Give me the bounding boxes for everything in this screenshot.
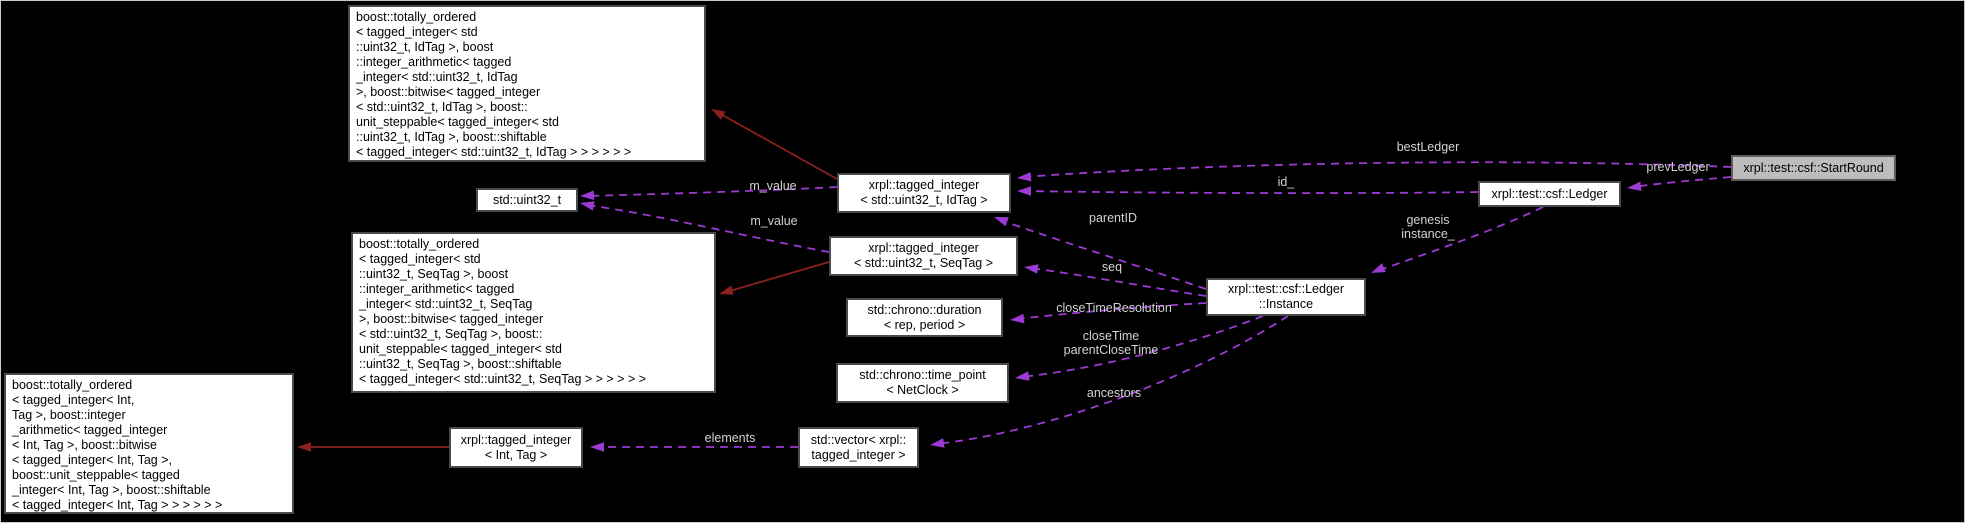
- node-std-uint32-t[interactable]: std::uint32_t: [476, 188, 578, 212]
- edge-label-parent-id: parentID: [1089, 211, 1137, 225]
- edge-label-close-time-resolution: closeTimeResolution: [1056, 301, 1172, 315]
- edge-id: [1017, 186, 1479, 196]
- edge-elements: [590, 442, 798, 452]
- edge-inherit-seqtag: [719, 261, 830, 295]
- node-totally-ordered-seqtag[interactable]: boost::totally_ordered < tagged_integer<…: [351, 232, 716, 393]
- edge-label-elements: elements: [704, 431, 756, 445]
- edge-label-m-value-id: m_value: [749, 179, 797, 193]
- edge-label-ancestors: ancestors: [1086, 386, 1142, 400]
- edge-ancestors: [930, 315, 1289, 448]
- edge-inherit-idtag: [711, 109, 838, 180]
- node-ledger[interactable]: xrpl::test::csf::Ledger: [1478, 181, 1621, 207]
- edge-m-value-seq: [580, 201, 830, 253]
- edge-label-genesis-instance: genesis instance_: [1401, 213, 1455, 241]
- node-tagged-integer-seqtag[interactable]: xrpl::tagged_integer < std::uint32_t, Se…: [829, 236, 1018, 276]
- edge-close-time-resolution: [1010, 302, 1207, 324]
- edge-best-ledger: [1017, 161, 1732, 182]
- edge-parent-id: [994, 217, 1207, 290]
- edge-m-value-id: [580, 186, 838, 201]
- edge-label-prev-ledger: prevLedger: [1646, 160, 1710, 174]
- edge-close-time: [1015, 315, 1264, 381]
- node-start-round: xrpl::test::csf::StartRound: [1731, 155, 1896, 181]
- edge-genesis-instance: [1371, 206, 1544, 273]
- edge-label-close-time: closeTime parentCloseTime: [1063, 329, 1159, 357]
- node-totally-ordered-idtag[interactable]: boost::totally_ordered < tagged_integer<…: [348, 5, 706, 162]
- node-chrono-time-point[interactable]: std::chrono::time_point < NetClock >: [836, 363, 1009, 403]
- edge-label-seq: seq: [1101, 260, 1123, 274]
- edge-label-m-value-seq: m_value: [750, 214, 798, 228]
- edge-label-id: id_: [1277, 175, 1295, 189]
- node-chrono-duration[interactable]: std::chrono::duration < rep, period >: [846, 298, 1003, 337]
- node-vector-tagged-integer[interactable]: std::vector< xrpl:: tagged_integer >: [798, 427, 919, 468]
- node-tagged-integer-int-tag[interactable]: xrpl::tagged_integer < Int, Tag >: [449, 427, 583, 468]
- edge-prev-ledger: [1627, 176, 1732, 192]
- node-ledger-instance[interactable]: xrpl::test::csf::Ledger ::Instance: [1206, 278, 1366, 316]
- edge-label-best-ledger: bestLedger: [1396, 140, 1460, 154]
- edge-inherit-int-tag: [297, 442, 449, 452]
- node-totally-ordered-int-tag[interactable]: boost::totally_ordered < tagged_integer<…: [4, 373, 294, 514]
- node-tagged-integer-idtag[interactable]: xrpl::tagged_integer < std::uint32_t, Id…: [837, 173, 1011, 213]
- edge-seq: [1024, 264, 1207, 297]
